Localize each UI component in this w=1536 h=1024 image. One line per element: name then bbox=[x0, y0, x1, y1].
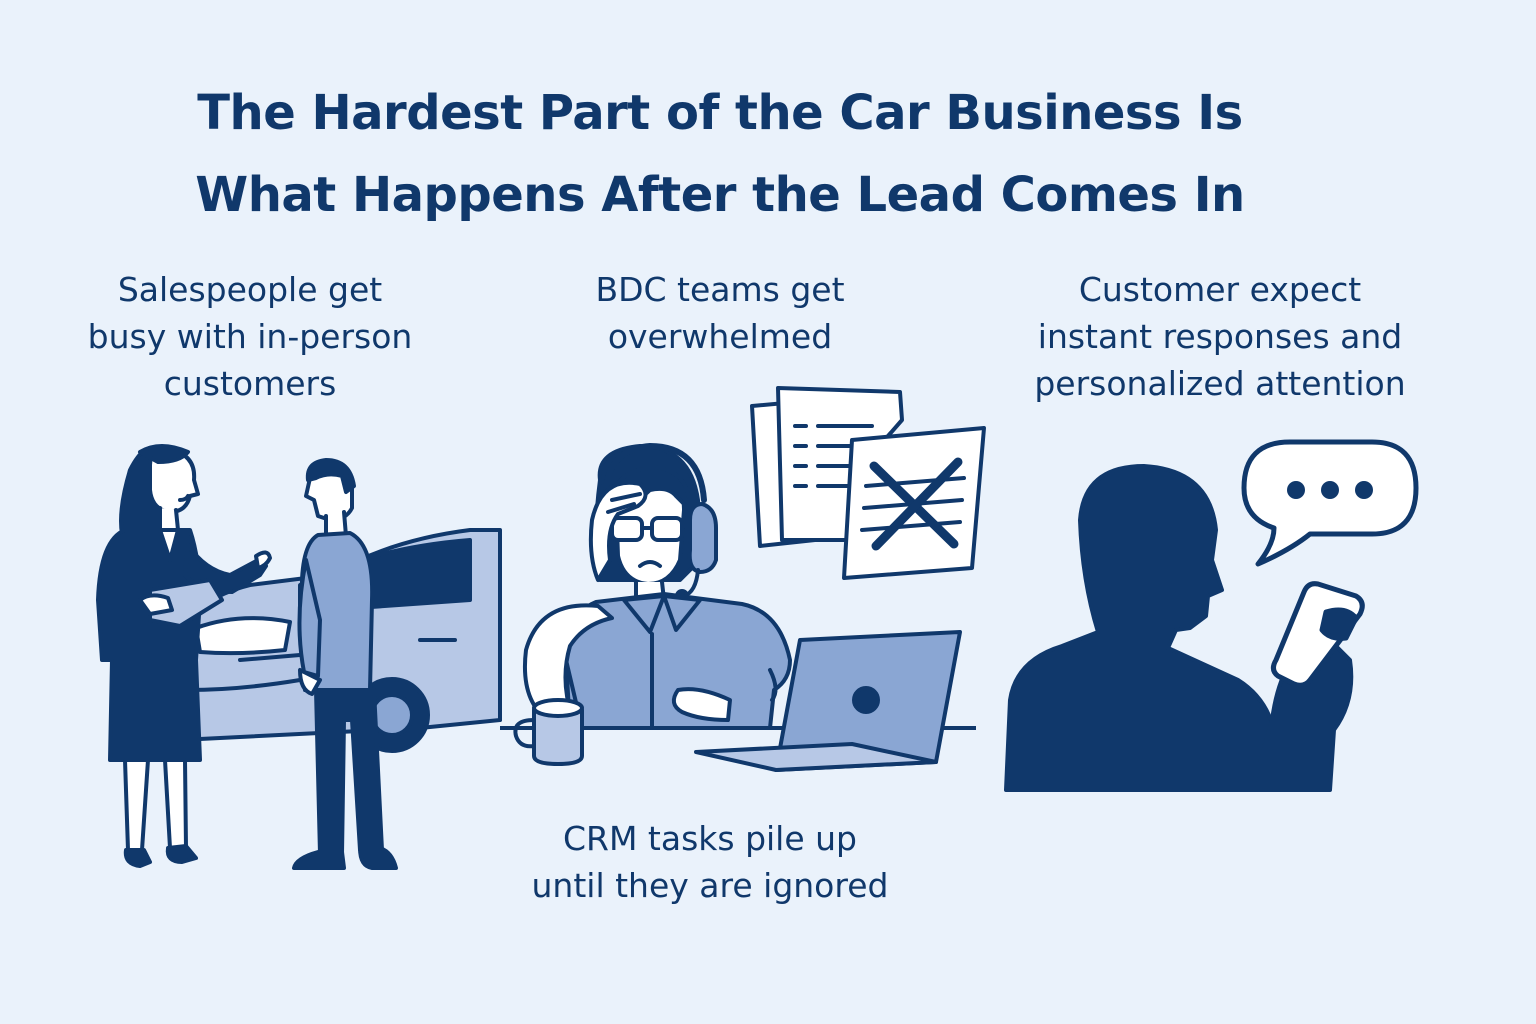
caption-salespeople: Salespeople get busy with in-person cust… bbox=[40, 266, 460, 407]
caption-crm: CRM tasks pile up until they are ignored bbox=[470, 815, 950, 909]
caption-bdc: BDC teams get overwhelmed bbox=[520, 266, 920, 360]
caption-line: Customer expect bbox=[1078, 270, 1362, 309]
headline-line-1: The Hardest Part of the Car Business Is bbox=[197, 85, 1243, 141]
headline-line-2: What Happens After the Lead Comes In bbox=[195, 167, 1245, 223]
laptop-icon bbox=[694, 630, 962, 772]
headline: The Hardest Part of the Car Business Is … bbox=[100, 72, 1340, 236]
caption-line: BDC teams get bbox=[595, 270, 845, 309]
customer-man-illustration bbox=[292, 458, 398, 870]
stressed-agent-illustration bbox=[523, 443, 792, 730]
caption-line: personalized attention bbox=[1034, 364, 1406, 403]
caption-line: until they are ignored bbox=[531, 866, 889, 905]
crossed-out-document-icon bbox=[842, 426, 986, 580]
caption-line: overwhelmed bbox=[607, 317, 833, 356]
caption-line: Salespeople get bbox=[117, 270, 383, 309]
saleswoman-illustration bbox=[96, 444, 272, 868]
typing-speech-bubble-icon bbox=[1241, 439, 1419, 567]
caption-line: busy with in-person bbox=[87, 317, 413, 356]
caption-line: instant responses and bbox=[1037, 317, 1403, 356]
customer-silhouette-illustration bbox=[1004, 464, 1354, 792]
headset-icon bbox=[602, 443, 707, 503]
smartphone-icon bbox=[1270, 581, 1365, 688]
caption-line: customers bbox=[163, 364, 337, 403]
caption-customer: Customer expect instant responses and pe… bbox=[1000, 266, 1440, 407]
caption-line: CRM tasks pile up bbox=[562, 819, 858, 858]
coffee-mug-icon bbox=[513, 698, 584, 766]
